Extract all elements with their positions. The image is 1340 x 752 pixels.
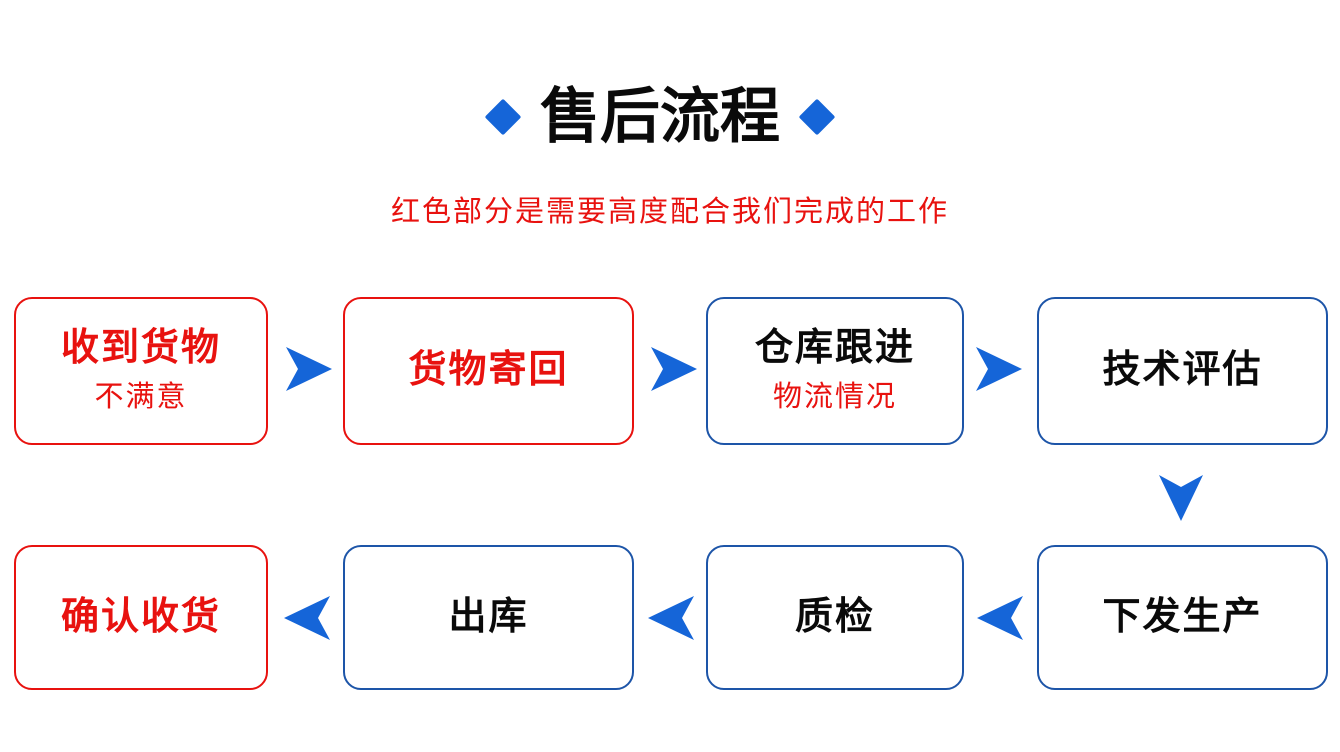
- arrow-right-icon: [651, 347, 697, 391]
- arrow-left-icon: [648, 596, 694, 640]
- page-title: 售后流程: [540, 83, 780, 150]
- arrow-right-icon: [286, 347, 332, 391]
- step-technical-evaluation: 技术评估: [1037, 297, 1328, 445]
- diamond-icon: [484, 98, 522, 136]
- step-outbound: 出库: [343, 545, 634, 690]
- step-title: 出库: [448, 595, 529, 638]
- step-quality-inspection: 质检: [706, 545, 964, 690]
- step-goods-returned: 货物寄回: [343, 297, 634, 445]
- arrow-left-icon: [977, 596, 1023, 640]
- diamond-icon: [798, 98, 836, 136]
- arrow-right-icon: [976, 347, 1022, 391]
- arrow-down-icon: [1159, 475, 1203, 521]
- step-confirm-receipt: 确认收货: [14, 545, 268, 690]
- subtitle-note: 红色部分是需要高度配合我们完成的工作: [390, 196, 949, 228]
- step-title: 确认收货: [60, 595, 221, 638]
- step-title: 质检: [794, 595, 875, 638]
- step-subtitle: 物流情况: [772, 380, 897, 413]
- title-row: 售后流程: [0, 84, 1320, 150]
- step-title: 收到货物: [60, 327, 221, 370]
- arrow-left-icon: [284, 596, 330, 640]
- step-production-order: 下发生产: [1037, 545, 1328, 690]
- step-title: 下发生产: [1102, 595, 1263, 638]
- step-title: 货物寄回: [408, 349, 569, 392]
- step-title: 仓库跟进: [754, 327, 915, 370]
- step-title: 技术评估: [1102, 349, 1263, 392]
- step-received-goods: 收到货物 不满意: [14, 297, 268, 445]
- step-warehouse-follow-up: 仓库跟进 物流情况: [706, 297, 964, 445]
- step-subtitle: 不满意: [94, 380, 188, 413]
